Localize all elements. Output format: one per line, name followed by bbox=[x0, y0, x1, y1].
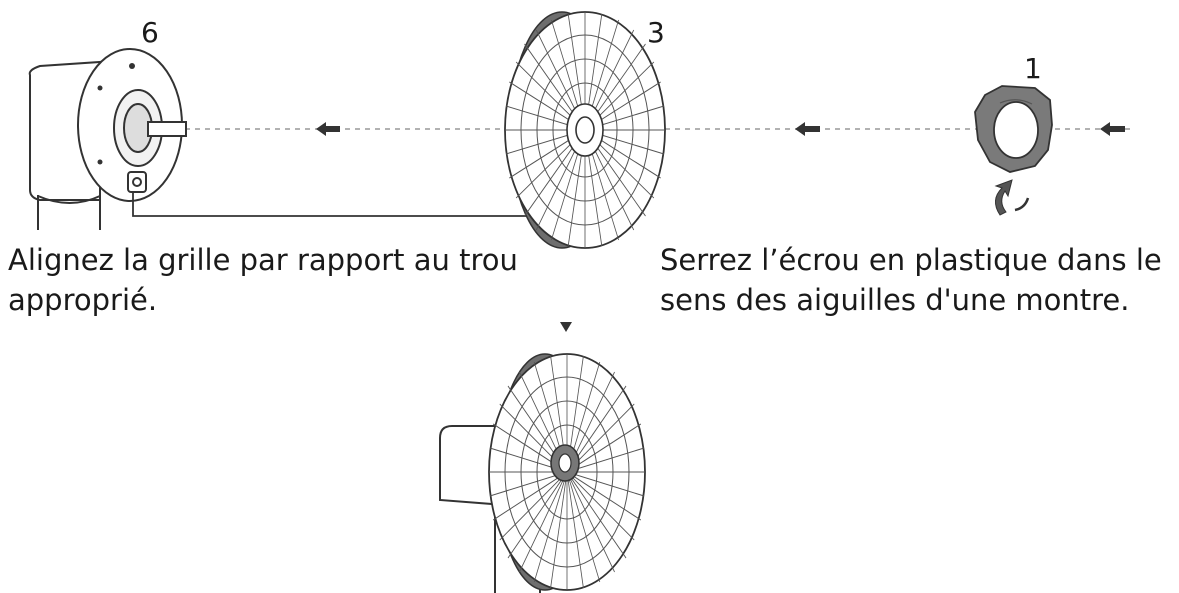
rotation-arrow-icon bbox=[995, 180, 1028, 215]
part-number-grille: 3 bbox=[647, 18, 665, 48]
caption-align-grille: Alignez la grille par rapport au trou ap… bbox=[8, 240, 518, 320]
caption-line: Alignez la grille par rapport au trou bbox=[8, 240, 518, 280]
motor-housing bbox=[30, 49, 186, 230]
front-grille bbox=[505, 12, 665, 248]
direction-arrow-icon bbox=[316, 122, 340, 136]
direction-arrow-icon bbox=[795, 122, 820, 136]
assembled-fan bbox=[440, 354, 645, 593]
caption-line: approprié. bbox=[8, 280, 518, 320]
alignment-line bbox=[133, 192, 535, 216]
part-number-motor: 6 bbox=[141, 18, 159, 48]
plastic-nut bbox=[975, 86, 1052, 172]
part-number-nut: 1 bbox=[1024, 54, 1042, 84]
caption-tighten-nut: Serrez l’écrou en plastique dans le sens… bbox=[660, 240, 1162, 320]
caption-line: sens des aiguilles d'une montre. bbox=[660, 280, 1162, 320]
down-arrow-icon bbox=[560, 322, 572, 332]
direction-arrow-icon bbox=[1100, 122, 1125, 136]
caption-line: Serrez l’écrou en plastique dans le bbox=[660, 240, 1162, 280]
